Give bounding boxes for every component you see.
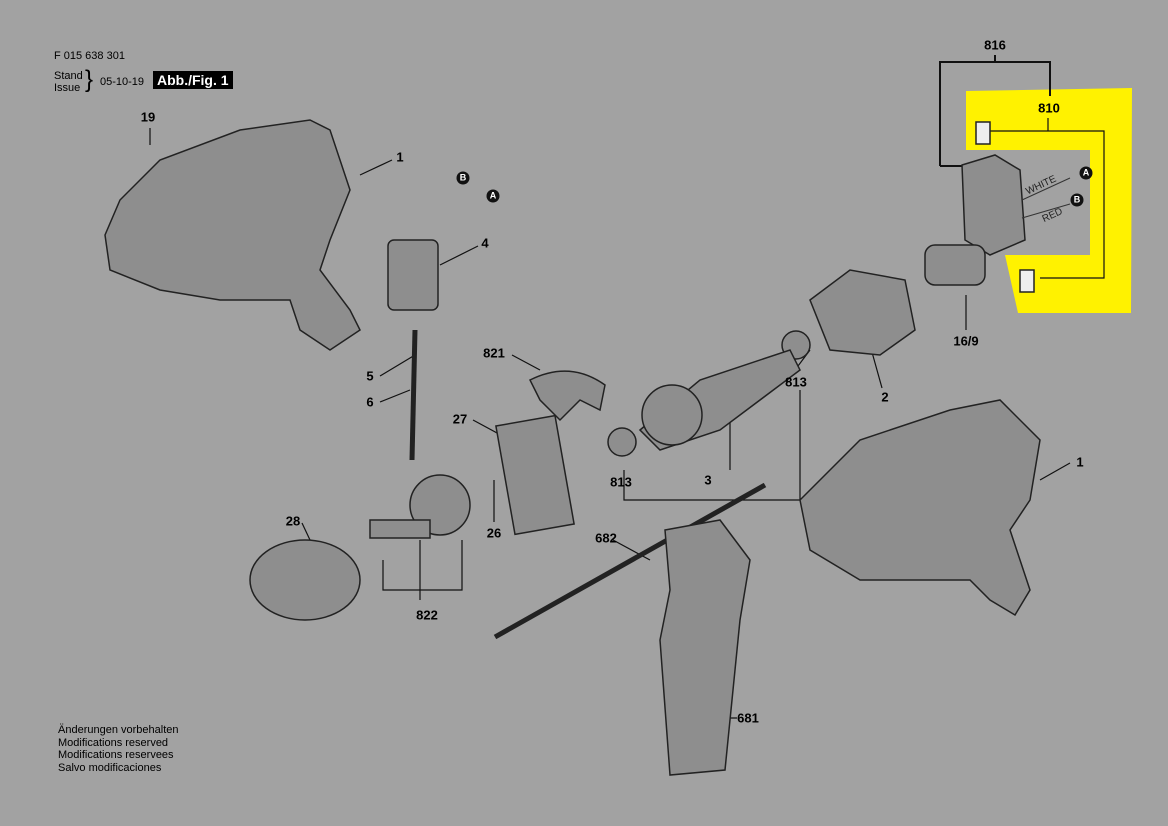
capacitor-16-9 [924,244,986,286]
connector-b-brush: B [1070,193,1084,207]
part-label-1-housing: 1 [396,149,404,165]
part-label-26: 26 [486,525,502,541]
switch [387,239,439,311]
depth-rod-682 [493,482,767,640]
plate-27 [495,414,575,536]
footer-line-en: Modifications reserved [58,736,169,749]
part-label-822: 822 [416,607,438,623]
housing-half-left [104,119,361,351]
figure-label: Abb./Fig. 1 [153,71,233,89]
footer-notes: Änderungen vorbehalten Modifications res… [58,724,178,774]
cover-821 [528,370,606,422]
part-label-28: 28 [285,513,301,529]
brush-2 [1019,269,1035,293]
connector-a-switch: A [486,189,500,203]
brush-1 [975,121,991,145]
document-number: F 015 638 301 [54,50,125,62]
stand-issue-label: Stand Issue [54,70,83,94]
connector-b-switch: B [456,171,470,185]
part-label-813-front: 813 [610,474,632,490]
issue-date: 05-10-19 [100,76,145,88]
part-label-821: 821 [483,345,505,361]
part-label-4: 4 [481,235,489,251]
footer-line-es: Salvo modificaciones [58,761,162,774]
bracket-816 [939,55,1051,167]
stator-2 [809,269,916,356]
part-label-5: 5 [366,368,374,384]
spindle [369,519,431,539]
part-label-19: 19 [140,109,156,125]
part-label-3: 3 [704,472,712,488]
footer-line-fr: Modifications reservees [58,749,174,761]
handle-681 [659,519,751,776]
part-label-2: 2 [881,389,889,405]
brush-holder [961,154,1026,256]
part-label-681: 681 [737,710,759,726]
part-label-16-9: 16/9 [953,333,979,349]
connector-a-brush: A [1079,166,1093,180]
footer-line-de: Änderungen vorbehalten [58,724,179,736]
highlight-region-810 [966,88,1132,313]
part-label-810: 810 [1038,100,1060,116]
cord [409,329,418,461]
part-label-1-assembled: 1 [1076,454,1084,470]
stand-label: Stand [54,70,83,82]
bracket-810 [990,118,1105,279]
fan [641,384,703,446]
housing-assembled [799,399,1041,617]
brace: } [85,66,94,93]
bearing-813a [607,427,637,457]
part-label-6: 6 [366,394,374,410]
part-label-813-rear: 813 [785,374,807,390]
part-label-27: 27 [452,411,468,427]
issue-label: Issue [54,82,81,94]
part-label-682: 682 [595,530,617,546]
part-label-816: 816 [984,37,1006,53]
chuck-28 [249,539,361,621]
